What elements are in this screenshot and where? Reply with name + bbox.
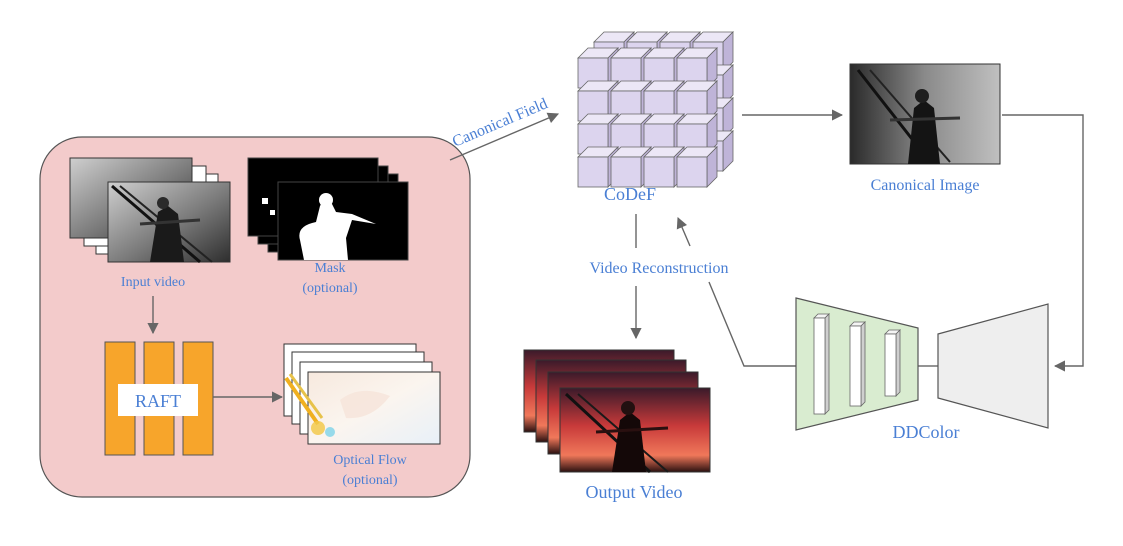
arrow-ddcolor-to-codef (708, 281, 796, 367)
ddcolor-feature-bars (813, 313, 901, 415)
input-video-frames (69, 157, 231, 264)
input-video-label: Input video (121, 275, 185, 290)
mask-label: Mask (314, 261, 345, 276)
raft-block (104, 341, 214, 456)
codef-cube-grid (577, 31, 734, 188)
arrow-panel-to-codef (449, 112, 560, 161)
codef-cube (577, 146, 619, 188)
codef-cube (676, 146, 718, 188)
canonical-image (849, 63, 1001, 165)
codef-label: CoDeF (604, 184, 656, 204)
ddcolor-label: DDColor (893, 422, 960, 442)
optical-flow-frames (283, 343, 441, 445)
mask-frames (247, 157, 409, 261)
output-video-label: Output Video (585, 482, 682, 502)
optical-flow-optional-label: (optional) (342, 473, 398, 488)
ddcolor-decoder (937, 303, 1049, 429)
canonical-image-label: Canonical Image (871, 177, 980, 194)
output-video-frames (523, 349, 711, 474)
optical-flow-label: Optical Flow (333, 453, 407, 468)
arrow-canonical-to-ddcolor (1002, 114, 1084, 372)
video-reconstruction-label: Video Reconstruction (589, 260, 728, 277)
raft-label: RAFT (135, 391, 181, 411)
ddcolor-network (795, 297, 1049, 431)
mask-optional-label: (optional) (302, 281, 358, 296)
